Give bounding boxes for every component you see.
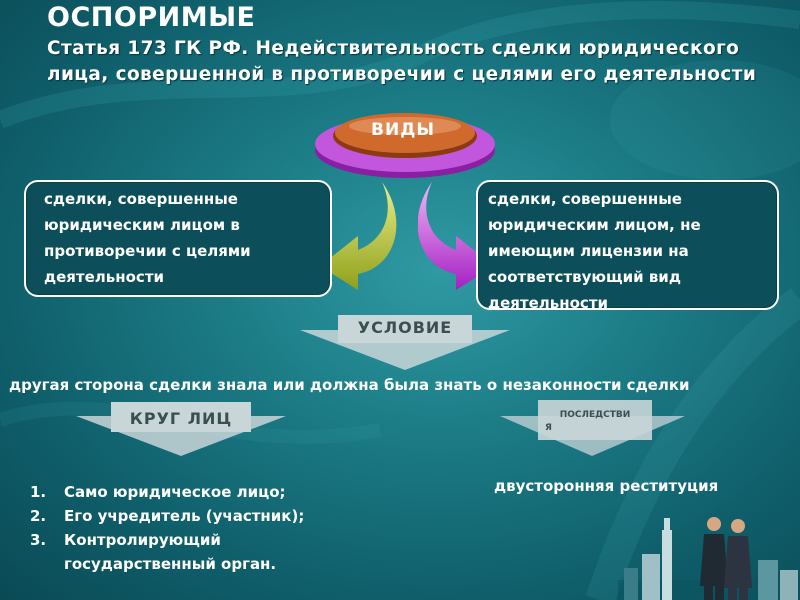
right-type-box <box>476 180 779 310</box>
list-item-number: 1. <box>30 483 47 501</box>
city-businessmen-illustration <box>618 517 800 600</box>
right-type-text: сделки, совершенные юридическим лицом, н… <box>488 190 701 312</box>
list-item: 3. Контролирующий государственный орган. <box>30 528 334 576</box>
left-type-box <box>24 180 332 297</box>
list-item-text: Его учредитель (участник); <box>64 507 305 525</box>
consequence-text: двусторонняя реституция <box>494 477 719 495</box>
list-item-number: 3. <box>30 531 47 549</box>
consequence-label-line1: ПОСЛЕДСТВИ <box>559 410 631 420</box>
arrow-right-icon <box>418 182 494 290</box>
condition-text: другая сторона сделки знала или должна б… <box>9 376 690 394</box>
circle-label: КРУГ ЛИЦ <box>129 409 233 428</box>
list-item-text: Само юридическое лицо; <box>64 483 286 501</box>
consequence-label: ПОСЛЕДСТВИ Я <box>540 409 650 435</box>
condition-chevron <box>300 315 510 370</box>
center-oval: ВИДЫ <box>313 106 498 180</box>
list-item: 2. Его учредитель (участник); <box>30 504 334 528</box>
condition-label: УСЛОВИЕ <box>357 318 453 337</box>
list-item-number: 2. <box>30 507 47 525</box>
list-item: 1. Само юридическое лицо; <box>30 480 334 504</box>
consequence-chevron <box>500 400 685 456</box>
left-type-text: сделки, совершенные юридическим лицом в … <box>44 190 251 286</box>
circle-list: 1. Само юридическое лицо; 2. Его учредит… <box>30 480 334 576</box>
list-item-text: Контролирующий государственный орган. <box>64 531 277 573</box>
circle-chevron <box>76 402 286 456</box>
slide-title: ОСПОРИМЫЕ <box>47 2 256 33</box>
arrow-left-icon <box>320 182 397 290</box>
consequence-label-line2: Я <box>545 423 552 433</box>
slide-subtitle: Статья 173 ГК РФ. Недействительность сде… <box>47 38 757 85</box>
center-label: ВИДЫ <box>371 120 435 140</box>
